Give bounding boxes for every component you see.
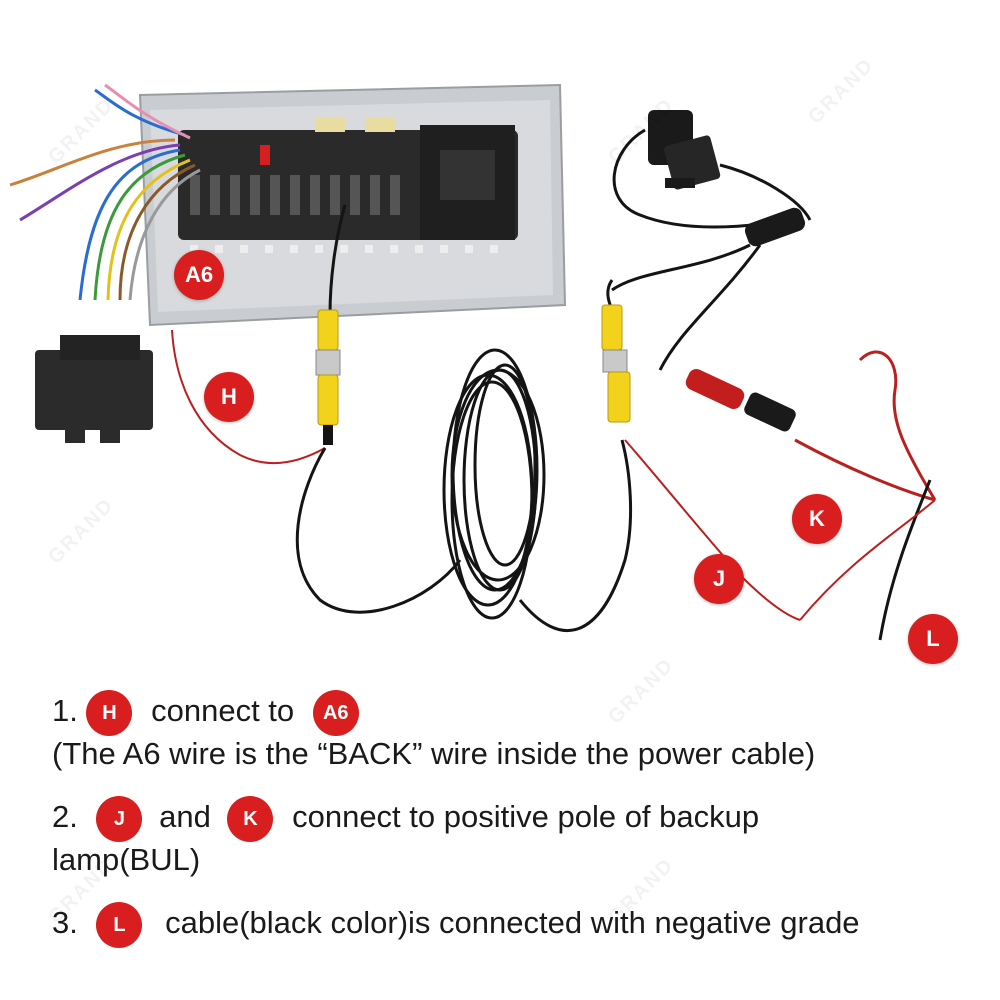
rca-plug-left (316, 310, 340, 445)
step-2-badge-k: K (227, 796, 273, 842)
badge-h: H (204, 372, 254, 422)
wiring-diagram (0, 0, 1000, 680)
step-3: 3. L cable(black color)is connected with… (52, 902, 860, 948)
step-2-text: connect to positive pole of backup (292, 799, 759, 834)
step-2: 2. J and K connect to positive pole of b… (52, 796, 759, 842)
instructions: 1. H connect to A6 (The A6 wire is the “… (0, 680, 1000, 1000)
step-1-badge-h: H (86, 690, 132, 736)
badge-l: L (908, 614, 958, 664)
step-1-number: 1. (52, 693, 78, 728)
step-2-text-cont: lamp(BUL) (52, 842, 200, 878)
step-2-badge-j: J (96, 796, 142, 842)
power-connector (683, 366, 798, 433)
camera-cable-connector (612, 205, 807, 370)
badge-k: K (792, 494, 842, 544)
step-1-badge-a6: A6 (313, 690, 359, 736)
rca-plug-right (602, 280, 630, 422)
step-1-note: (The A6 wire is the “BACK” wire inside t… (52, 736, 815, 772)
step-3-number: 3. (52, 905, 78, 940)
step-1: 1. H connect to A6 (52, 690, 359, 736)
step-3-text: cable(black color)is connected with nega… (165, 905, 859, 940)
badge-j: J (694, 554, 744, 604)
wire-k (795, 440, 935, 500)
badge-a6: A6 (174, 250, 224, 300)
step-2-and: and (159, 799, 211, 834)
iso-connector (35, 335, 153, 443)
coiled-extension-cable (297, 350, 630, 631)
step-1-text: connect to (151, 693, 294, 728)
step-2-number: 2. (52, 799, 78, 834)
step-3-badge-l: L (96, 902, 142, 948)
